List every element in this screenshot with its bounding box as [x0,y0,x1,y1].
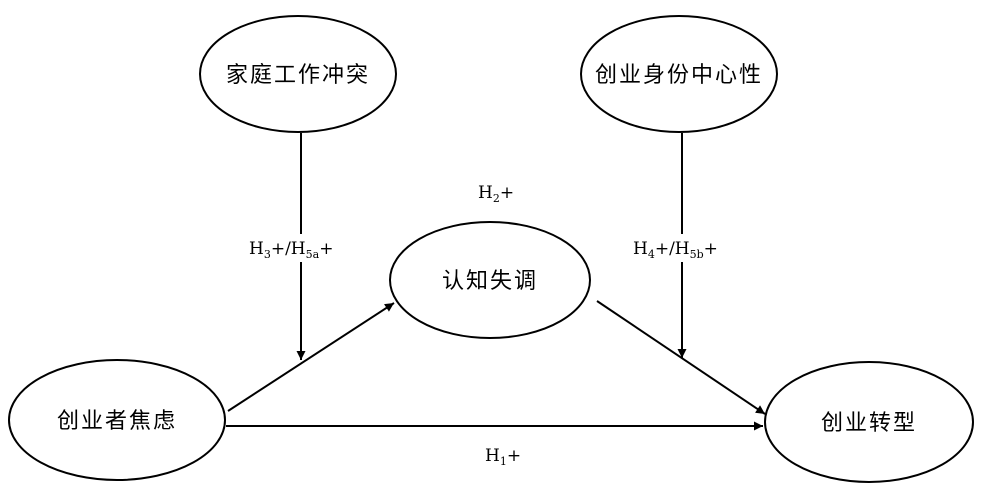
h5b-subscript: 5b [690,248,704,261]
h3-letter: H [249,239,264,259]
node-entrepreneur-anxiety [8,359,226,481]
h2-sign: + [500,183,514,203]
h2-letter: H [478,183,493,203]
hypothesis-h3-h5a: H3+/H5a+ [249,239,333,261]
hypothesis-h1: H1+ [485,446,521,468]
label-family-conflict: 家庭工作冲突 [226,63,370,88]
h3-label-bg [246,234,358,262]
node-identity-centrality [580,15,778,133]
h1-subscript: 1 [500,455,507,468]
label-entrepreneurial-transformation: 创业转型 [821,411,917,436]
hypothesis-h4-h5b: H4+/H5b+ [633,239,718,261]
h4-label-bg [630,234,742,262]
hypothesis-h2: H2+ [478,183,514,205]
h4-mid: +/H [655,239,690,259]
h3-mid: +/H [271,239,306,259]
h5b-sign: + [704,239,718,259]
h1-letter: H [485,446,500,466]
node-entrepreneurial-transformation [764,361,974,483]
h4-subscript: 4 [648,248,655,261]
h2-subscript: 2 [493,192,500,205]
label-identity-centrality: 创业身份中心性 [595,63,763,88]
h5a-subscript: 5a [306,248,320,261]
label-cognitive-dissonance: 认知失调 [442,269,538,294]
node-family-conflict [199,15,397,133]
h5a-sign: + [319,239,333,259]
arrow-anxiety-to-dissonance [227,302,395,412]
label-entrepreneur-anxiety: 创业者焦虑 [57,409,177,434]
node-cognitive-dissonance [389,221,591,339]
h1-sign: + [507,446,521,466]
h3-subscript: 3 [264,248,271,261]
h4-letter: H [633,239,648,259]
